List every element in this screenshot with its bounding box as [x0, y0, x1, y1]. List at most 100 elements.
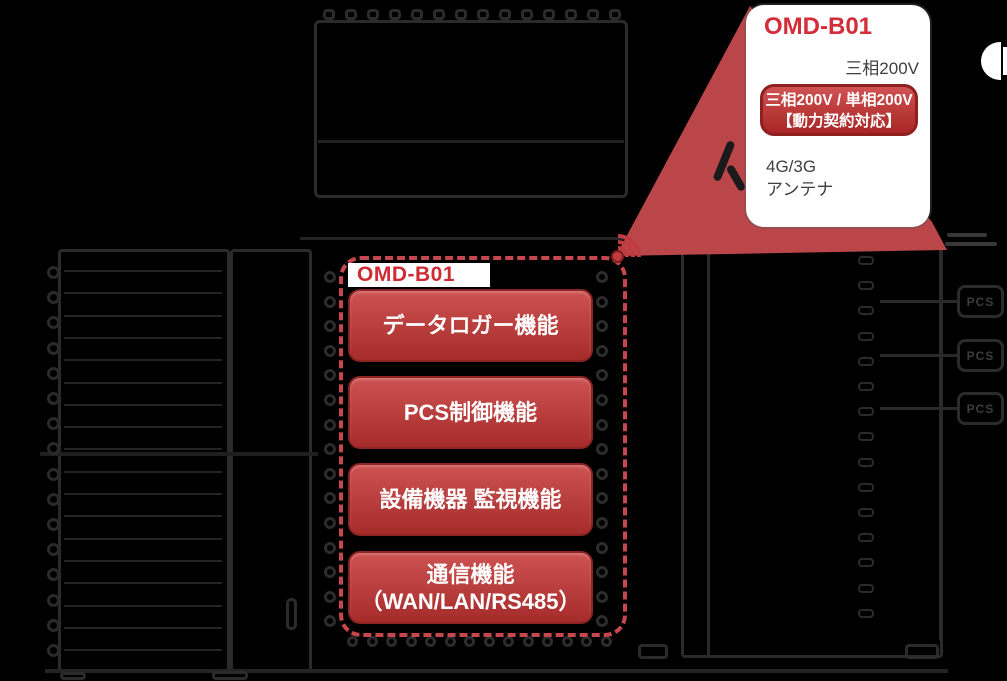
decorative-outline: [64, 270, 222, 272]
faint-label-smudge: [945, 242, 997, 246]
decorative-outline: [47, 467, 60, 481]
antenna-label-line1: 4G/3G: [766, 157, 817, 176]
bus-stub-1: [880, 300, 957, 303]
decorative-outline: [609, 9, 621, 20]
decorative-outline: [324, 541, 336, 554]
decorative-outline: [47, 341, 60, 355]
foot-2: [212, 671, 248, 680]
bus-vertical-line: [939, 250, 942, 640]
foot-3: [638, 644, 668, 659]
decorative-outline: [464, 636, 475, 647]
decorative-outline: [64, 403, 222, 406]
decorative-outline: [858, 331, 874, 341]
decorative-outline: [858, 558, 874, 568]
decorative-outline: [858, 583, 874, 593]
feature-box-title: OMD-B01: [348, 263, 490, 287]
decorative-outline: [47, 266, 60, 279]
decorative-outline: [858, 407, 874, 417]
decorative-outline: [47, 593, 60, 607]
callout-card: OMD-B01 三相200V 三相200V / 単相200V 【動力契約対応】 …: [746, 5, 930, 227]
decorative-outline: [581, 636, 592, 647]
decorative-outline: [367, 9, 379, 20]
decorative-outline: [596, 394, 608, 406]
decorative-outline: [324, 590, 336, 603]
decorative-outline: [386, 636, 397, 647]
feature-communication-label: 通信機能: [426, 561, 515, 587]
decorative-outline: [64, 626, 222, 629]
decorative-outline: [47, 392, 60, 405]
decorative-outline: [542, 636, 553, 647]
antenna-label: 4G/3G アンテナ: [766, 155, 833, 201]
decorative-outline: [324, 517, 336, 529]
decorative-outline: [596, 418, 608, 431]
antenna-label-line2: アンテナ: [766, 180, 834, 199]
decorative-outline: [324, 320, 336, 333]
decorative-outline: [858, 382, 874, 391]
feature-communication: 通信機能 （WAN/LAN/RS485）: [348, 551, 593, 624]
decorative-outline: [858, 533, 874, 543]
decorative-outline: [47, 644, 60, 657]
decorative-outline: [64, 493, 222, 495]
decorative-outline: [521, 9, 533, 20]
power-spec-label: 三相200V: [845, 59, 919, 78]
solar-panel-mid-line: [318, 140, 624, 143]
decorative-outline: [64, 381, 222, 384]
decorative-outline: [477, 9, 489, 20]
cloud-fragment-icon: [1003, 47, 1007, 75]
foot-4: [905, 644, 939, 659]
pcs-unit-label: PCS: [966, 401, 995, 416]
feature-datalogger: データロガー機能: [348, 289, 593, 362]
decorative-outline: [324, 344, 336, 357]
decorative-outline: [324, 492, 336, 505]
decorative-outline: [47, 291, 60, 305]
decorative-outline: [858, 457, 874, 467]
feature-equipment-monitoring: 設備機器 監視機能: [348, 463, 593, 536]
decorative-outline: [858, 281, 874, 291]
pcs-unit-label: PCS: [966, 294, 995, 309]
decorative-outline: [345, 9, 357, 20]
decorative-outline: [64, 649, 222, 652]
decorative-outline: [323, 9, 335, 20]
decorative-outline: [324, 271, 336, 283]
decorative-outline: [64, 359, 222, 362]
decorative-outline: [64, 537, 222, 540]
decorative-outline: [522, 636, 534, 647]
decorative-outline: [64, 426, 222, 429]
feature-pcs-control-label: PCS制御機能: [403, 400, 538, 425]
ground-line: [45, 669, 948, 673]
decorative-outline: [596, 590, 608, 603]
decorative-outline: [596, 467, 608, 480]
signal-dot-icon: [611, 250, 624, 263]
decorative-outline: [596, 517, 608, 529]
decorative-outline: [324, 369, 336, 382]
decorative-outline: [858, 608, 874, 618]
decorative-outline: [64, 604, 222, 607]
decorative-outline: [47, 492, 60, 506]
decorative-outline: [858, 306, 874, 316]
bus-stub-3: [880, 407, 957, 410]
decorative-outline: [596, 443, 608, 456]
left-cabinet-door: [230, 249, 312, 672]
decorative-outline: [596, 369, 608, 382]
power-contract-badge-line1: 三相200V / 単相200V: [765, 92, 913, 109]
decorative-outline: [858, 256, 874, 265]
decorative-outline: [858, 432, 874, 442]
decorative-outline: [347, 636, 358, 647]
decorative-outline: [596, 492, 608, 505]
decorative-outline: [47, 518, 60, 531]
power-contract-badge: 三相200V / 単相200V 【動力契約対応】: [760, 84, 918, 136]
decorative-outline: [600, 636, 612, 647]
faint-label-smudge: [947, 233, 987, 237]
decorative-outline: [64, 314, 222, 317]
feature-communication-sublabel: （WAN/LAN/RS485）: [360, 588, 581, 614]
decorative-outline: [47, 316, 60, 330]
bus-stub-2: [880, 354, 957, 357]
device-inner-line: [707, 249, 710, 655]
decorative-outline: [411, 9, 423, 20]
power-contract-badge-line2: 【動力契約対応】: [776, 113, 901, 130]
decorative-outline: [64, 559, 222, 562]
decorative-outline: [483, 636, 495, 647]
decorative-outline: [858, 356, 874, 366]
